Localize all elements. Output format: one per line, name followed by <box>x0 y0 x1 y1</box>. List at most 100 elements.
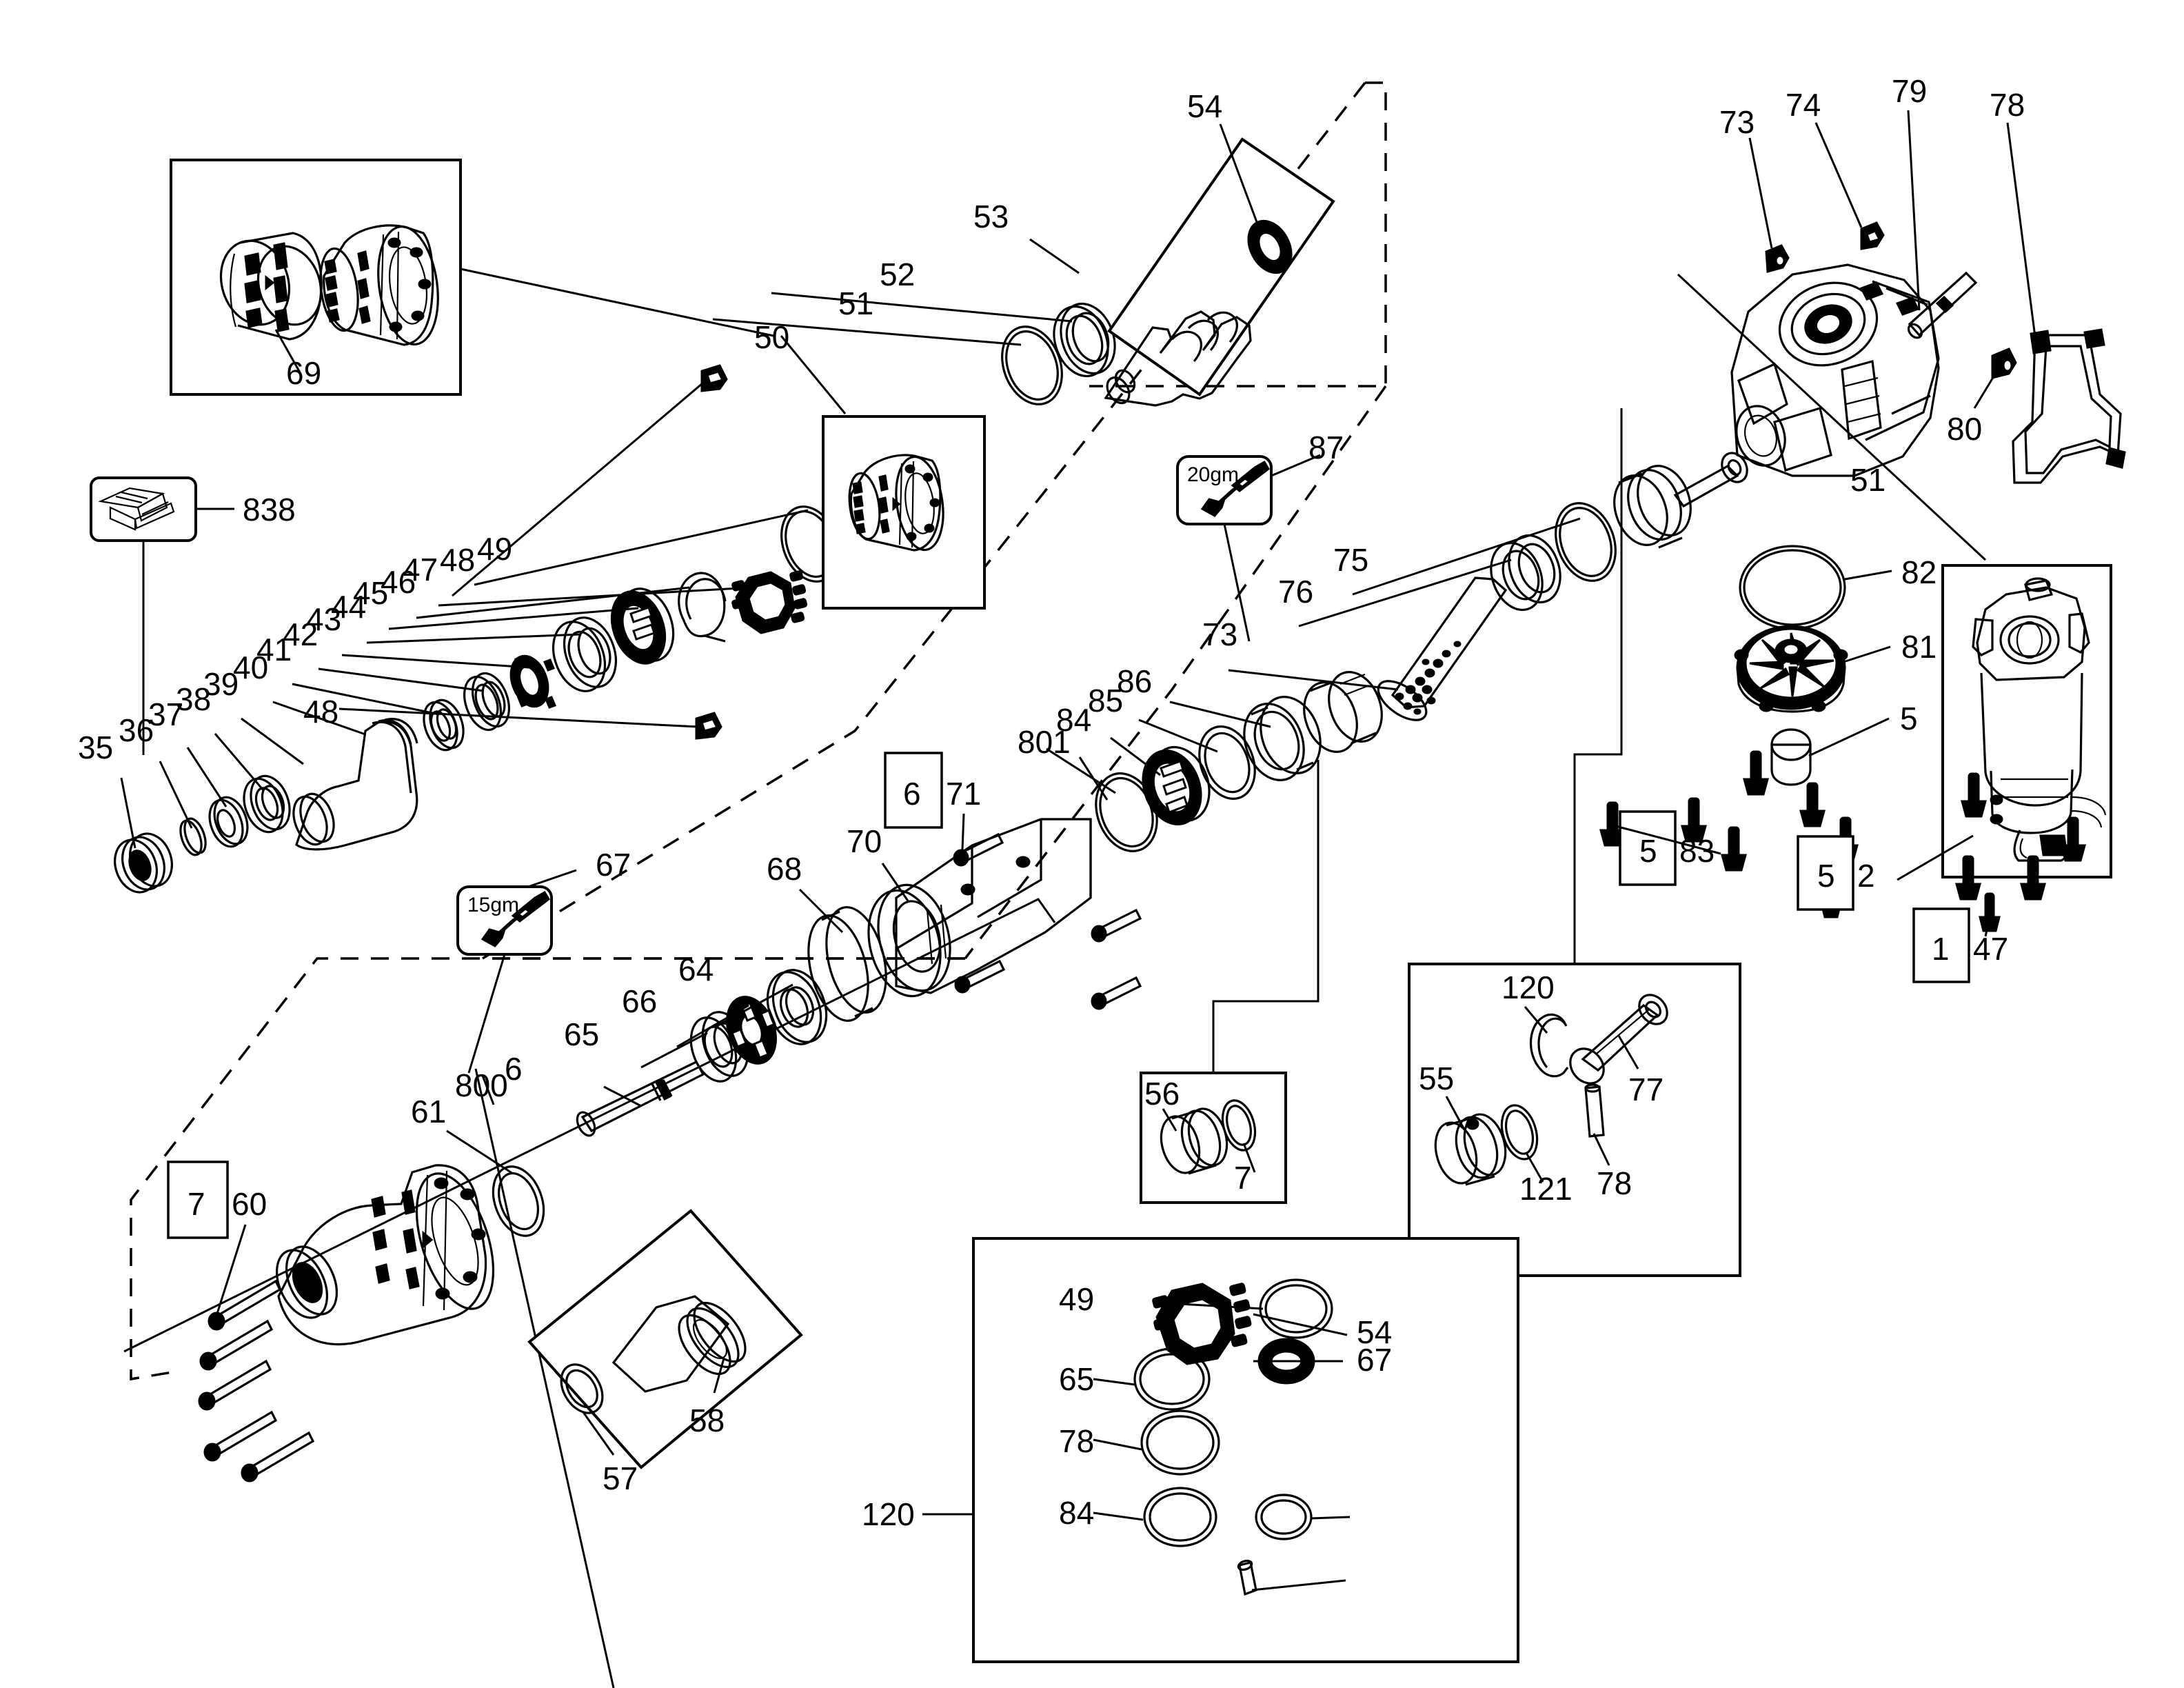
callout-37: 37 <box>148 696 183 732</box>
boxed-6: 6 <box>903 776 921 812</box>
part-piston-rod <box>1613 452 1748 549</box>
callout-44: 44 <box>331 589 366 625</box>
part-66 <box>1142 745 1211 825</box>
part-120-oring-inset <box>560 1363 604 1414</box>
part-39-40 <box>292 718 418 851</box>
barrel-exploded-row <box>1095 452 1748 852</box>
callout-120b: 54 <box>1357 1314 1392 1350</box>
callout-82: 77 <box>1628 1072 1664 1107</box>
screw <box>1955 855 1981 901</box>
part-55-screws <box>198 1279 315 1483</box>
callout-62: 68 <box>767 851 802 887</box>
part-838-brush <box>98 487 175 531</box>
screw <box>1743 750 1769 796</box>
callout-59: 65 <box>564 1016 599 1052</box>
part-87-motor <box>1972 577 2107 862</box>
part-48-upper <box>700 364 728 392</box>
callout-41: 41 <box>256 632 292 667</box>
part-41 <box>423 699 465 752</box>
part-48-lower <box>695 712 722 740</box>
callout-70: 73 <box>1202 616 1237 652</box>
pins-64 <box>953 832 1142 1010</box>
callout-64: 71 <box>946 776 981 812</box>
callout-61: 64 <box>678 952 714 987</box>
shaft-exploded-row <box>576 969 828 1137</box>
callout-63: 70 <box>847 823 882 859</box>
boxed-1: 1 <box>1932 931 1950 967</box>
callout-49: 49 <box>477 531 512 567</box>
grease-tag-800: 15gm <box>456 869 577 1074</box>
grease-label-800: 15gm <box>467 894 519 916</box>
callout-73b: 80 <box>1947 411 1982 447</box>
callout-43: 43 <box>306 601 341 637</box>
callout-40: 40 <box>233 650 268 685</box>
callout-65a: 801 <box>1018 724 1071 760</box>
screw <box>2060 816 2086 862</box>
part-58-shaft <box>576 1060 705 1137</box>
callout-78b: 121 <box>1519 1171 1573 1207</box>
callout-54b: 67 <box>1357 1342 1392 1378</box>
callout-49b: 65 <box>1059 1361 1094 1397</box>
kit-part-65 <box>1140 1409 1220 1476</box>
part-85-fan <box>1734 625 1848 713</box>
screw <box>1681 797 1707 843</box>
callout-39: 39 <box>203 666 239 702</box>
callout-67a: 85 <box>1088 683 1123 719</box>
callout-75: 79 <box>1892 73 1927 109</box>
callout-74: 74 <box>1786 87 1821 123</box>
screw <box>1721 826 1747 872</box>
screw <box>2020 855 2046 901</box>
callout-35: 35 <box>78 730 113 765</box>
part-60 <box>726 996 777 1065</box>
callout-801: 87 <box>1308 430 1344 465</box>
part-53-spindle <box>1104 310 1252 407</box>
part-79-piston <box>1434 1113 1507 1186</box>
callout-51a: 51 <box>838 285 873 321</box>
callout-51b: 75 <box>1333 542 1368 578</box>
screw <box>1799 782 1826 827</box>
part-51-right <box>1555 502 1617 582</box>
boxed-number-7: 7 <box>167 1160 229 1239</box>
callout-71: 76 <box>1278 574 1313 610</box>
callout-60: 66 <box>622 983 657 1019</box>
inset-box-53: 54 <box>1104 88 1335 407</box>
screw <box>1979 892 2001 932</box>
boxed-number-5b: 5 <box>1797 835 1854 911</box>
boxed-number-6: 6 <box>884 752 943 829</box>
callout-54a: 54 <box>1187 88 1222 124</box>
part-47 <box>731 570 808 634</box>
part-70-cylinder <box>1377 576 1508 721</box>
screw <box>1961 772 1987 818</box>
clutch-assembly-bottom-left <box>198 1164 545 1483</box>
callout-53: 53 <box>973 199 1009 234</box>
callout-48-upper: 48 <box>440 542 475 578</box>
part-80-clip <box>1529 1013 1569 1078</box>
boxed-5a: 5 <box>1639 833 1657 869</box>
part-44 <box>552 616 617 692</box>
callout-77: 56 <box>1144 1076 1180 1112</box>
callout-83b: 2 <box>1857 858 1875 894</box>
callout-85: 81 <box>1901 629 1937 665</box>
bracket-800 <box>123 898 1056 1353</box>
part-57-collar <box>276 1164 495 1346</box>
part-74 <box>1860 221 1885 250</box>
callout-73a: 73 <box>1719 104 1755 140</box>
grease-tube-icon-801 <box>1200 460 1270 517</box>
inset-box-838: 838 <box>90 476 296 755</box>
callout-55: 60 <box>232 1186 267 1222</box>
boxed-7: 7 <box>188 1186 205 1222</box>
callout-36: 36 <box>119 712 154 748</box>
labels-35-49: 35 36 37 38 39 40 41 42 43 44 45 46 47 4… <box>78 531 512 765</box>
part-46 <box>678 572 727 643</box>
kit-part-67 <box>1143 1487 1217 1547</box>
callout-52: 52 <box>880 257 915 292</box>
callout-58: 6 <box>505 1051 523 1087</box>
callout-120a: 57 <box>603 1460 638 1496</box>
part-84-plug <box>1770 728 1812 786</box>
callout-847: 120 <box>862 1496 915 1532</box>
inset-box-847: 49 54 65 67 78 84 120 <box>862 1237 1519 1663</box>
callout-78a: 7 <box>1234 1160 1252 1196</box>
part-35 <box>114 832 173 894</box>
motor-housing-assembly <box>1730 263 1940 477</box>
